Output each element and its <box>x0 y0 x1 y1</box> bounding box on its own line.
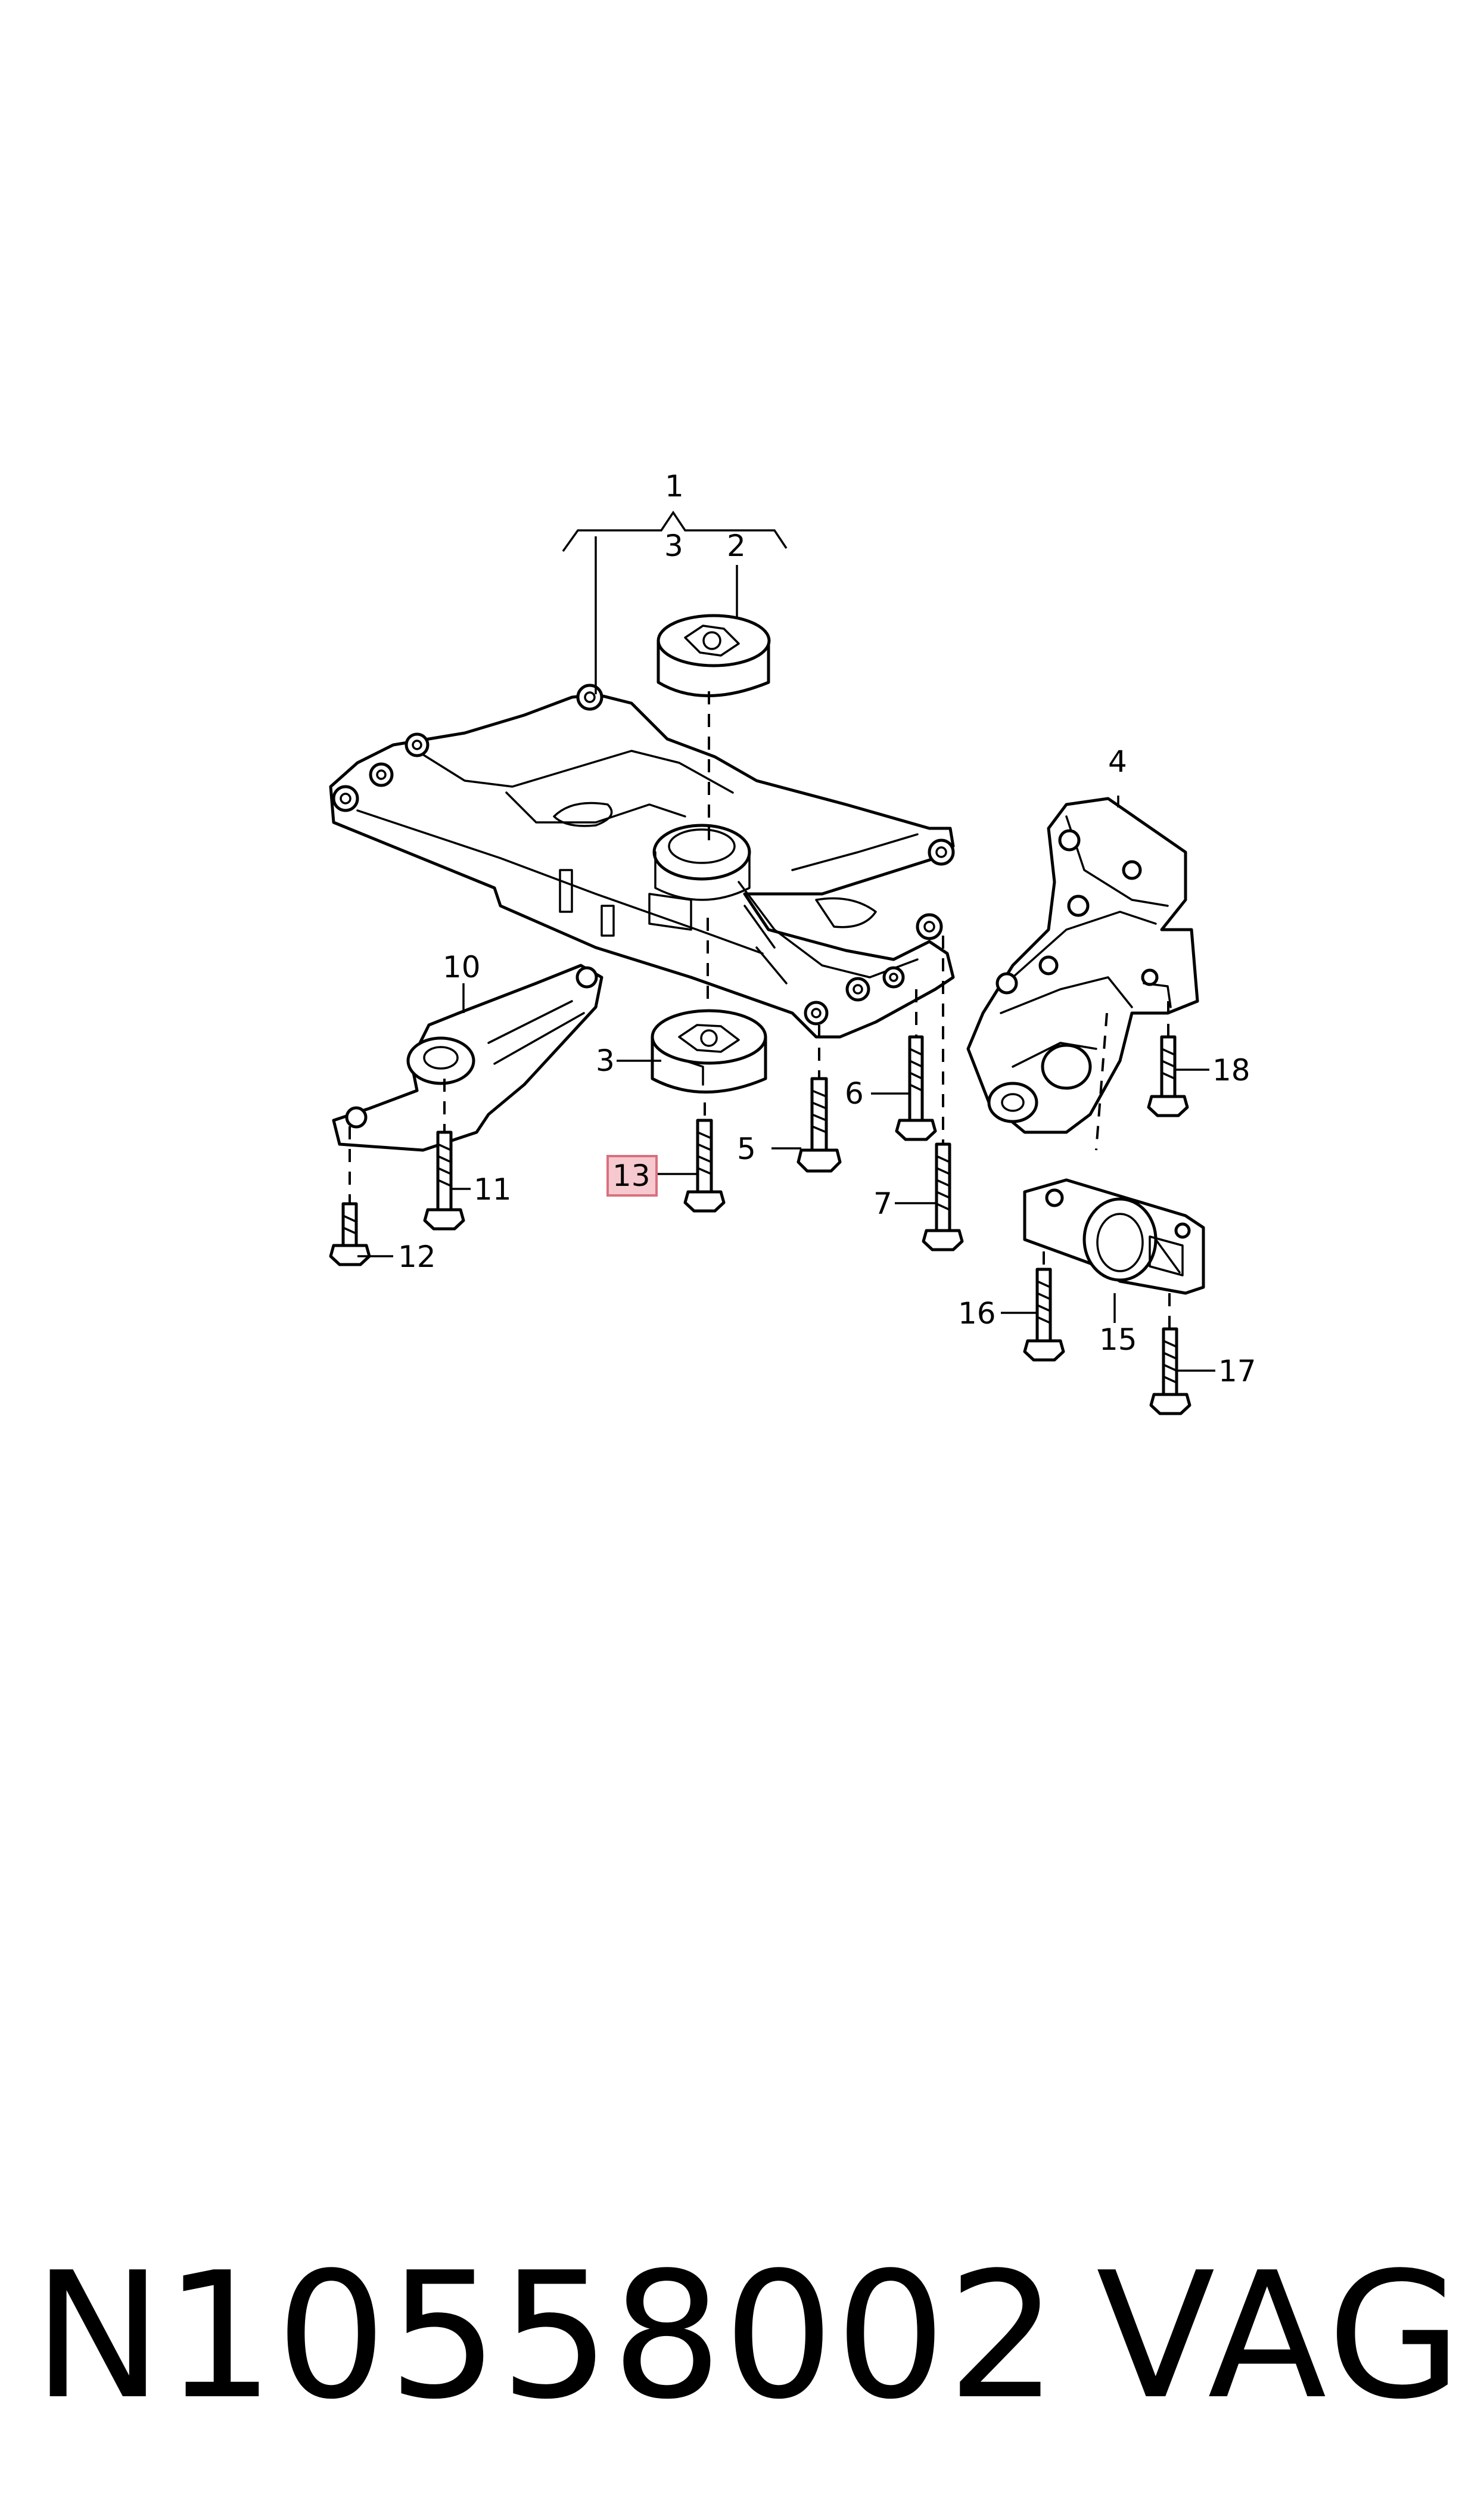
bolt-17 <box>1149 1327 1191 1415</box>
mount-bushing-upper <box>657 614 771 697</box>
callout-15: 15 <box>1099 1322 1137 1357</box>
callout-6: 6 <box>845 1076 864 1111</box>
bolt-18 <box>1147 1035 1189 1117</box>
subframe <box>329 684 955 1039</box>
callout-11: 11 <box>474 1172 512 1207</box>
callout-18: 18 <box>1212 1053 1250 1088</box>
bushing-bracket <box>1023 1178 1205 1295</box>
callouts: 1 3 2 4 10 3 6 5 13 11 7 12 18 16 15 17 <box>398 469 1256 1389</box>
bolt-6 <box>895 1035 937 1141</box>
callout-12: 12 <box>398 1240 436 1274</box>
bolts <box>329 1035 1191 1415</box>
exploded-parts-diagram: 1 3 2 4 10 3 6 5 13 11 7 12 18 16 15 17 <box>329 469 1256 1415</box>
callout-2: 2 <box>727 529 746 563</box>
bolt-16 <box>1023 1268 1065 1362</box>
bolt-5 <box>797 1077 842 1173</box>
brand-label: VAG <box>1096 2235 1466 2437</box>
bolt-13 <box>683 1119 726 1213</box>
callout-3-side: 3 <box>596 1043 615 1078</box>
leader-lines <box>357 510 1215 1372</box>
callout-3-top: 3 <box>664 529 683 563</box>
callout-1: 1 <box>665 469 684 504</box>
callout-13: 13 <box>612 1158 651 1193</box>
bolt-7 <box>922 1142 964 1251</box>
part-number: N10558002 <box>33 2235 1059 2437</box>
transmission-bracket <box>966 797 1199 1134</box>
callout-16: 16 <box>958 1296 996 1331</box>
torque-rod <box>332 964 603 1152</box>
footer: N10558002 VAG <box>0 2217 1484 2455</box>
mount-bushing-lower <box>651 1009 767 1094</box>
callout-13-highlight <box>606 1155 658 1197</box>
callout-4: 4 <box>1108 744 1127 779</box>
bolt-11 <box>423 1130 465 1231</box>
callout-5: 5 <box>737 1132 756 1166</box>
callout-17: 17 <box>1218 1354 1256 1389</box>
assembly-lines <box>349 691 1171 1329</box>
callout-10: 10 <box>443 950 481 984</box>
subframe-mount-holes <box>332 684 955 1026</box>
bolt-12 <box>329 1202 371 1266</box>
callout-7: 7 <box>873 1186 892 1221</box>
